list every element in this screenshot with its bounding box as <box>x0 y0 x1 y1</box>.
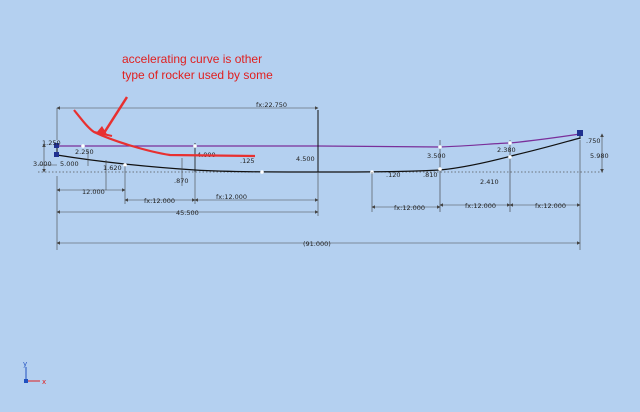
point[interactable] <box>260 170 264 174</box>
dim-3500[interactable]: 3.500 <box>427 152 446 160</box>
tail-endpoint[interactable] <box>577 130 583 136</box>
dim-fx-12000-b[interactable]: fx:12.000 <box>216 193 247 201</box>
dim-0125[interactable]: .125 <box>240 157 254 165</box>
annotation-group: accelerating curve is other type of rock… <box>73 52 273 158</box>
axis-triad: x y <box>23 360 46 386</box>
dim-0870[interactable]: .870 <box>174 177 188 185</box>
dim-1620[interactable]: 1.620 <box>103 164 122 172</box>
point[interactable] <box>508 141 512 145</box>
dim-fx-12000-c[interactable]: fx:12.000 <box>394 204 425 212</box>
point[interactable] <box>123 163 127 167</box>
dim-0750[interactable]: .750 <box>586 137 600 145</box>
dim-fx-22750[interactable]: fx:22.750 <box>256 101 287 109</box>
dim-fx-12000-d[interactable]: fx:12.000 <box>465 202 496 210</box>
annotation-line2: type of rocker used by some <box>122 68 273 82</box>
dim-2410[interactable]: 2.410 <box>480 178 499 186</box>
dim-2380[interactable]: 2.380 <box>497 146 516 154</box>
axis-y-label: y <box>23 360 27 368</box>
dim-5000[interactable]: 5.000 <box>60 160 79 168</box>
nose-endpoint-top[interactable] <box>54 143 59 148</box>
point[interactable] <box>193 144 197 148</box>
dim-fx-12000-e[interactable]: fx:12.000 <box>535 202 566 210</box>
annotation-line1: accelerating curve is other <box>122 52 262 66</box>
point[interactable] <box>438 167 442 171</box>
dim-3000[interactable]: 3.000 <box>33 160 52 168</box>
dim-0120[interactable]: .120 <box>386 171 400 179</box>
dim-5980[interactable]: 5.980 <box>590 152 609 160</box>
dim-2250[interactable]: 2.250 <box>75 148 94 156</box>
axis-x-label: x <box>42 378 46 386</box>
nose-endpoint-bottom[interactable] <box>54 152 59 157</box>
point[interactable] <box>438 145 442 149</box>
dim-12000[interactable]: 12.000 <box>82 188 105 196</box>
point[interactable] <box>81 144 85 148</box>
dim-1250[interactable]: 1.250 <box>42 139 61 147</box>
annotation-curve-segment <box>93 131 113 137</box>
dim-45500[interactable]: 45.500 <box>176 209 199 217</box>
dim-0810[interactable]: .810 <box>423 171 437 179</box>
annotation-arrow-shaft <box>102 96 129 134</box>
bottom-profile-curve[interactable] <box>56 137 581 173</box>
point[interactable] <box>508 155 512 159</box>
dim-91000[interactable]: (91.000) <box>303 240 331 248</box>
dim-4500[interactable]: 4.500 <box>296 155 315 163</box>
dim-fx-12000-a[interactable]: fx:12.000 <box>144 197 175 205</box>
